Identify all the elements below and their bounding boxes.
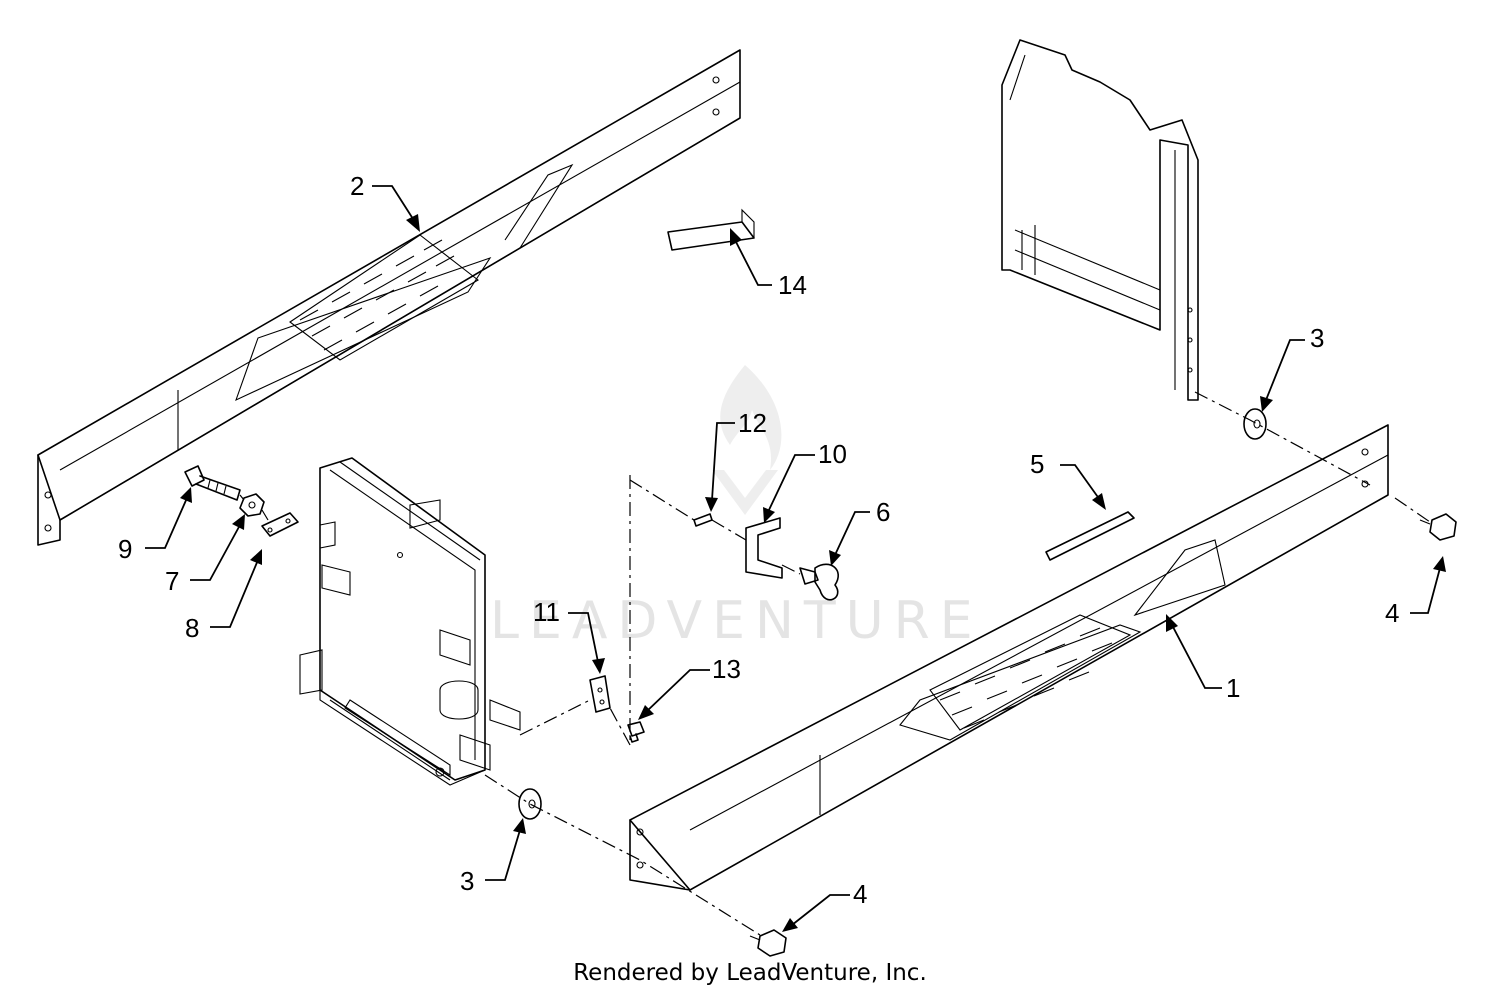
callout-1: 1: [1226, 673, 1240, 703]
callout-5: 5: [1030, 449, 1044, 479]
running-board-right: [629, 424, 1389, 891]
bolt-4-lower: [749, 929, 787, 957]
callout-2: 2: [350, 171, 364, 201]
callout-14: 14: [778, 270, 807, 300]
watermark: LEADVENTURE: [490, 365, 983, 651]
callout-6: 6: [876, 497, 890, 527]
bolt-9: [184, 465, 241, 501]
callout-8: 8: [185, 613, 199, 643]
callout-3-lower: 3: [460, 866, 474, 896]
battery-box-bracket: [299, 457, 521, 786]
washer-3-upper: [1243, 408, 1267, 440]
channel-14: [667, 208, 755, 251]
callout-4-right: 4: [1385, 598, 1399, 628]
callout-11: 11: [533, 597, 560, 627]
bolt-4-right: [1419, 513, 1457, 541]
callout-9: 9: [118, 534, 132, 564]
callout-7: 7: [165, 566, 179, 596]
nut-7: [239, 493, 265, 517]
footer-credit: Rendered by LeadVenture, Inc.: [573, 960, 927, 986]
callout-3-upper: 3: [1310, 323, 1324, 353]
callout-4-lower: 4: [853, 879, 867, 909]
strap-8: [261, 512, 299, 537]
clip-12: [693, 513, 713, 527]
callout-10: 10: [818, 439, 847, 469]
screw-13: [627, 721, 645, 743]
knob-6: [799, 563, 839, 601]
bracket-11: [589, 675, 611, 713]
assembly-centerlines: [239, 391, 1431, 936]
callout-13: 13: [712, 654, 741, 684]
washer-3-lower: [518, 788, 542, 820]
watermark-text: LEADVENTURE: [490, 591, 983, 651]
c-bracket-10: [745, 517, 783, 579]
strip-5: [1045, 511, 1135, 561]
callout-labels: 2 14 3 12 10 5 6 9 7 8 11 13 1 4 3 4: [118, 171, 1399, 909]
callout-12: 12: [738, 408, 767, 438]
callout-leaders: [145, 185, 1446, 932]
rear-frame: [1001, 39, 1199, 401]
running-board-left: [37, 49, 741, 546]
